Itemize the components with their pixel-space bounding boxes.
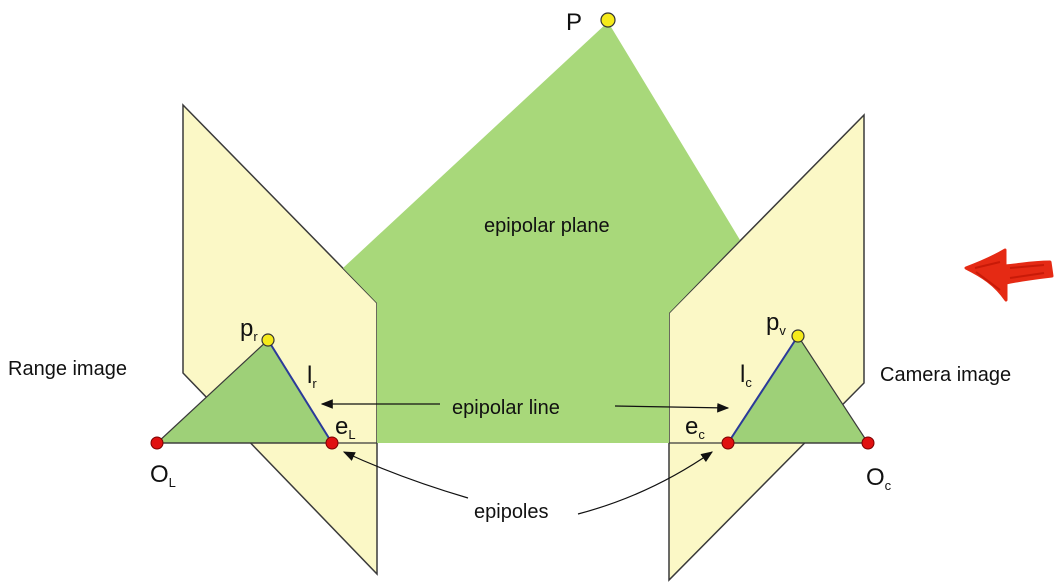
label-pr: pr	[240, 315, 258, 344]
range-image-plane	[182, 103, 378, 576]
camera-image-plane	[668, 113, 865, 582]
point-Oc	[861, 436, 875, 450]
epipolar-line-left	[267, 339, 333, 444]
red-arrow-annotation	[964, 248, 1054, 302]
label-OL: OL	[150, 461, 176, 490]
epipolar-line-right	[727, 335, 799, 444]
label-ec: ec	[685, 413, 705, 442]
label-epipolar-line: epipolar line	[452, 397, 560, 419]
label-camera-image: Camera image	[880, 364, 1011, 386]
label-lc: lc	[740, 361, 752, 390]
label-P: P	[566, 9, 582, 36]
point-pv	[791, 329, 805, 343]
point-eL	[325, 436, 339, 450]
epipolar-plane	[343, 22, 740, 443]
point-ec	[721, 436, 735, 450]
point-P	[600, 12, 616, 28]
arrow-to-el	[342, 451, 469, 499]
point-pr	[261, 333, 275, 347]
label-epipoles: epipoles	[474, 501, 549, 523]
label-range-image: Range image	[8, 358, 127, 380]
label-lr: lr	[307, 362, 317, 391]
label-Oc: Oc	[866, 464, 892, 493]
label-eL: eL	[335, 413, 356, 442]
arrow-to-ec	[577, 451, 713, 515]
label-pv: pv	[766, 309, 786, 338]
label-epipolar-plane: epipolar plane	[484, 215, 610, 237]
point-OL	[150, 436, 164, 450]
arrow-to-lc	[614, 403, 730, 413]
